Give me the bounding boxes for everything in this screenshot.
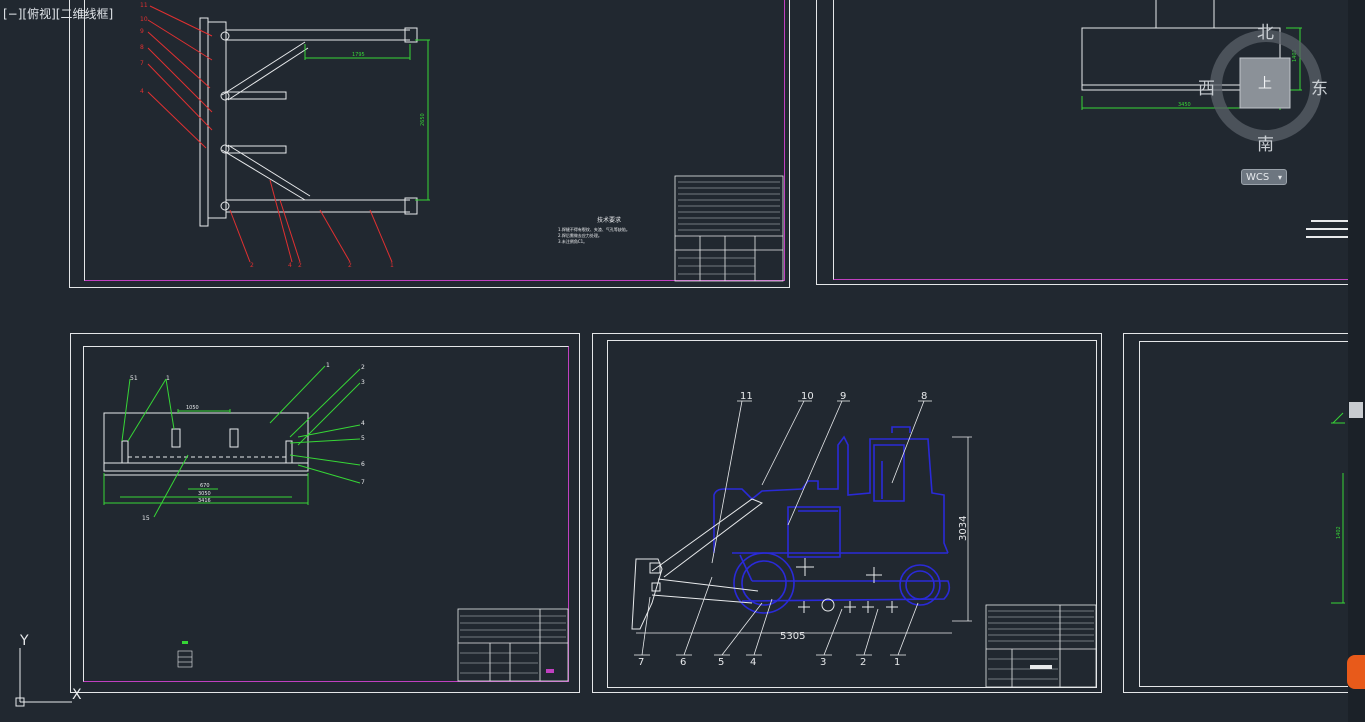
dim-text: 670: [200, 483, 210, 489]
viewcube-north-label[interactable]: 北: [1257, 23, 1274, 43]
dim-text: 3416: [198, 498, 211, 504]
balloon-label: 6: [361, 461, 365, 468]
balloon-label: 1: [326, 362, 330, 369]
ucs-icon: [15, 648, 72, 707]
balloon-label: 51: [130, 375, 138, 382]
drawing-border: [84, 0, 785, 281]
dim-length-text: 5305: [780, 631, 805, 642]
balloon-label: 11: [740, 391, 753, 402]
balloon-label: 10: [140, 16, 148, 23]
balloon-label: 3: [820, 657, 826, 668]
dim-width-text: 3450: [1178, 102, 1191, 108]
balloon-label: 8: [921, 391, 927, 402]
tech-requirements-line: 2.焊后需做去应力处理。: [558, 232, 602, 238]
partial-drawing: 1402: [1331, 412, 1345, 604]
viewcube-compass-ring: [1210, 30, 1322, 142]
balloon-label: 15: [142, 515, 150, 522]
wcs-dropdown[interactable]: WCS ▾: [1241, 169, 1287, 185]
dim-height-text: 3034: [958, 516, 969, 541]
balloon-label: 7: [638, 657, 644, 668]
balloon-label: 3: [361, 379, 365, 386]
balloon-label: 4: [288, 262, 292, 269]
balloon-label: 7: [361, 479, 365, 486]
title-block: [674, 175, 784, 282]
wcs-label: WCS: [1246, 172, 1270, 183]
balloon-label: 4: [750, 657, 756, 668]
balloon-label: 10: [801, 391, 814, 402]
scrollbar-thumb[interactable]: [1349, 402, 1363, 418]
viewcube[interactable]: 北 南 东 西 上: [1198, 18, 1336, 155]
drawing-border: [83, 346, 569, 682]
ucs-y-label: Y: [20, 633, 29, 649]
ucs-x-label: X: [72, 687, 82, 703]
tech-requirements-line: 3.未注倒角C1。: [558, 238, 587, 244]
dim-text: 1050: [186, 405, 199, 411]
drawing-sheet-frame: [1123, 333, 1365, 693]
dim-height-text: 1402: [1292, 49, 1298, 62]
tech-requirements-line: 1.焊缝不得有裂纹、夹渣、气孔等缺陷。: [558, 226, 630, 232]
balloon-label: 2: [860, 657, 866, 668]
app-badge-icon[interactable]: [1347, 655, 1365, 689]
balloon-label: 2: [298, 262, 302, 269]
drawing-sheet-frame: [70, 333, 580, 693]
balloon-label: 1: [166, 375, 170, 382]
balloon-label: 2: [348, 262, 352, 269]
balloon-label: 6: [680, 657, 686, 668]
balloon-label: 11: [140, 2, 148, 9]
viewcube-east-label[interactable]: 东: [1311, 79, 1328, 99]
bulldozer-assembly-drawing: 5305 3034 11 10 9 8 7 6 5 4 3 2 1: [631, 391, 1097, 688]
drawing-border: [607, 340, 1097, 688]
balloon-label: 2: [250, 262, 254, 269]
drawing-border: [1139, 341, 1365, 687]
drawing-border: [833, 0, 1365, 280]
tech-requirements-title: 技术要求: [597, 216, 621, 224]
balloon-label: 4: [361, 420, 365, 427]
drawing-sheet-frame: [69, 0, 790, 288]
balloon-label: 9: [840, 391, 846, 402]
dim-vertical-text: 2650: [420, 113, 426, 126]
balloon-label: 2: [361, 364, 365, 371]
viewcube-south-label[interactable]: 南: [1257, 135, 1274, 155]
balloon-label: 1: [894, 657, 900, 668]
title-block: [985, 604, 1097, 688]
dim-height-text: 1402: [1336, 526, 1342, 539]
balloon-label: 7: [140, 60, 144, 67]
title-block: [457, 608, 569, 682]
drawing-sheet-frame: [816, 0, 1365, 285]
dim-text: 3050: [198, 491, 211, 497]
viewcube-top-face[interactable]: 上: [1258, 76, 1272, 92]
balloon-label: 9: [140, 28, 144, 35]
balloon-label: 5: [361, 435, 365, 442]
drawing-sheet-frame: [592, 333, 1102, 693]
balloon-label: 5: [718, 657, 724, 668]
vertical-scrollbar[interactable]: [1348, 0, 1365, 722]
dim-horizontal-text: 1795: [352, 52, 365, 58]
balloon-label: 8: [140, 44, 144, 51]
viewcube-west-label[interactable]: 西: [1198, 79, 1215, 99]
frame-assembly-drawing: 1795 2650 11 10 9 8 7 4 2 4 2 2 1 技术要求 1…: [140, 2, 784, 282]
balloon-label: 4: [140, 88, 144, 95]
balloon-label: 1: [390, 262, 394, 269]
viewport-controls-label[interactable]: [−][俯视][二维线框]: [3, 7, 114, 21]
chevron-down-icon: ▾: [1277, 173, 1282, 182]
blade-front-view-drawing: 1050 670 3050 3416 1 2 3 4 5 6 7 51 1 15: [103, 362, 569, 682]
